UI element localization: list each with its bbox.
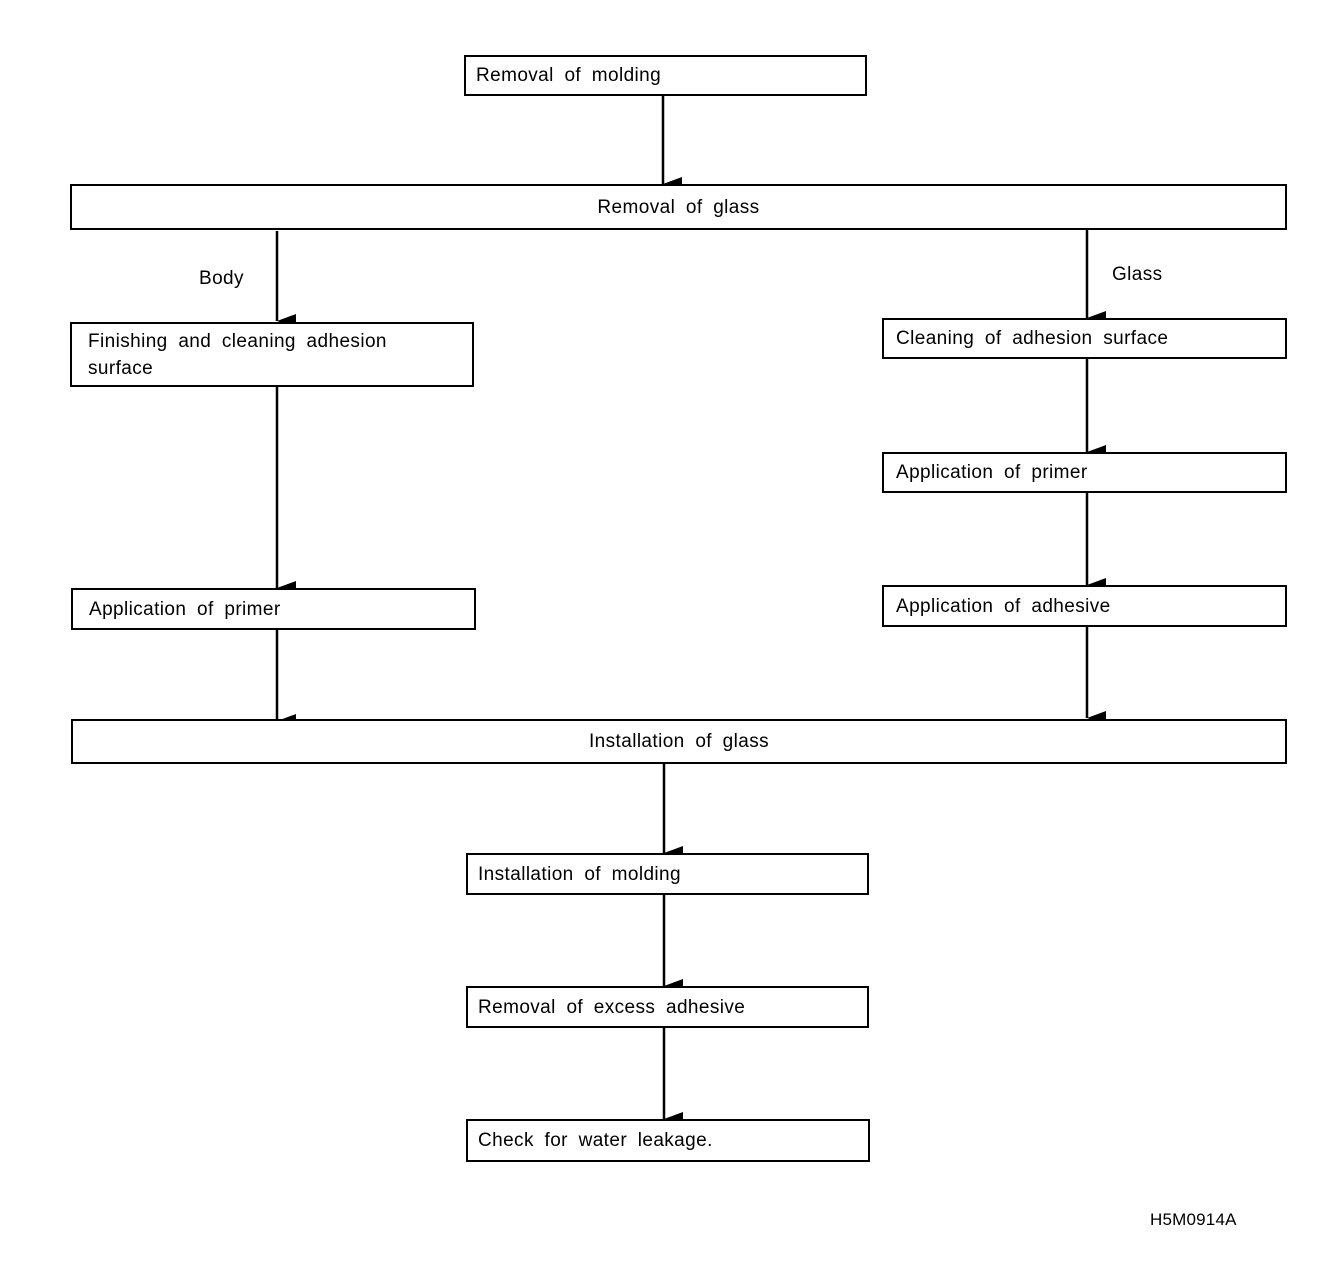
step-glass-application-of-primer: Application of primer xyxy=(882,452,1287,493)
step-installation-of-molding: Installation of molding xyxy=(466,853,869,895)
step-glass-cleaning: Cleaning of adhesion surface xyxy=(882,318,1287,359)
step-label: Installation of molding xyxy=(478,863,681,885)
step-label: Application of adhesive xyxy=(896,595,1111,617)
step-glass-application-of-adhesive: Application of adhesive xyxy=(882,585,1287,627)
step-label: Removal of molding xyxy=(476,65,662,86)
step-label: Removal of glass xyxy=(597,196,760,218)
step-removal-of-excess-adhesive: Removal of excess adhesive xyxy=(466,986,869,1028)
step-check-water-leakage: Check for water leakage. xyxy=(466,1119,870,1162)
step-installation-of-glass: Installation of glass xyxy=(71,719,1287,764)
step-label: Installation of glass xyxy=(589,731,769,752)
step-removal-of-molding: Removal of molding xyxy=(464,55,867,96)
step-label: Application of primer xyxy=(896,462,1088,483)
step-label: Check for water leakage. xyxy=(478,1130,713,1151)
step-body-application-of-primer: Application of primer xyxy=(71,588,476,630)
figure-code: H5M0914A xyxy=(1150,1210,1237,1229)
step-removal-of-glass: Removal of glass xyxy=(70,184,1287,230)
step-label: Cleaning of adhesion surface xyxy=(896,328,1169,349)
branch-label-body: Body xyxy=(199,268,244,289)
step-body-finishing-cleaning: Finishing and cleaning adhesion surface xyxy=(70,322,474,387)
branch-label-glass: Glass xyxy=(1112,264,1163,285)
step-label: Finishing and cleaning adhesion surface xyxy=(88,331,387,379)
step-label: Removal of excess adhesive xyxy=(478,996,746,1018)
step-label: Application of primer xyxy=(89,598,281,620)
